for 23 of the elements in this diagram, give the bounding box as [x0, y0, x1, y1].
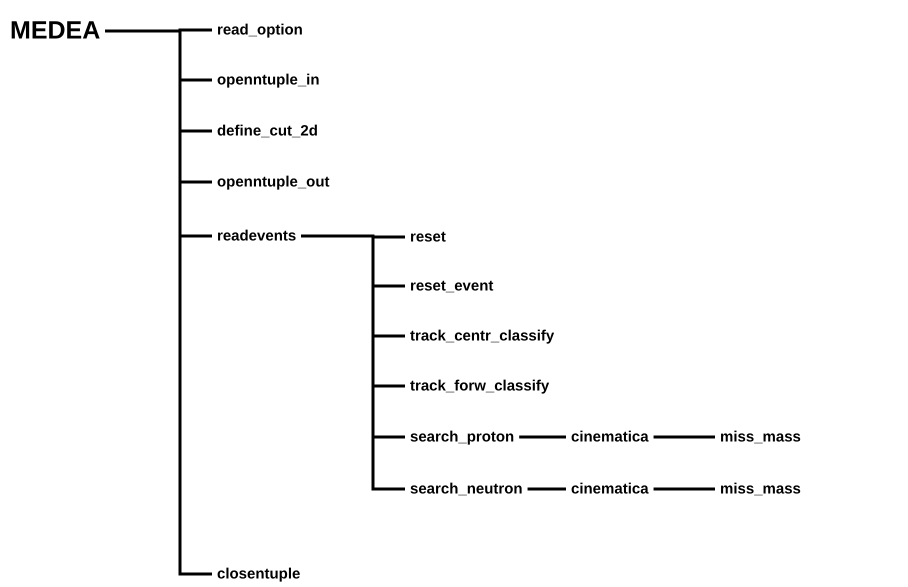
function-label: miss_mass: [720, 482, 801, 496]
connector-line: [654, 488, 715, 490]
connector-line: [528, 488, 566, 490]
function-label: cinematica: [571, 482, 649, 496]
function-label: define_cut_2d: [217, 124, 318, 138]
connector-line: [519, 436, 566, 438]
function-label: openntuple_out: [217, 174, 330, 190]
function-label: reset_event: [410, 278, 494, 294]
function-label: closentuple: [217, 566, 300, 582]
connector-line: [105, 30, 212, 576]
function-label: track_centr_classify: [410, 328, 554, 344]
function-label: search_neutron: [410, 482, 523, 496]
function-label: readevents: [217, 228, 296, 244]
function-label: track_forw_classify: [410, 378, 550, 394]
function-label: cinematica: [571, 430, 649, 444]
connector-line: [301, 234, 405, 490]
function-label: miss_mass: [720, 430, 801, 444]
function-label: search_proton: [410, 430, 514, 444]
function-label: read_option: [217, 22, 303, 38]
connector-line: [654, 436, 715, 438]
function-label: reset: [410, 230, 446, 244]
function-label: openntuple_in: [217, 72, 320, 88]
root-label: MEDEA: [10, 18, 100, 44]
